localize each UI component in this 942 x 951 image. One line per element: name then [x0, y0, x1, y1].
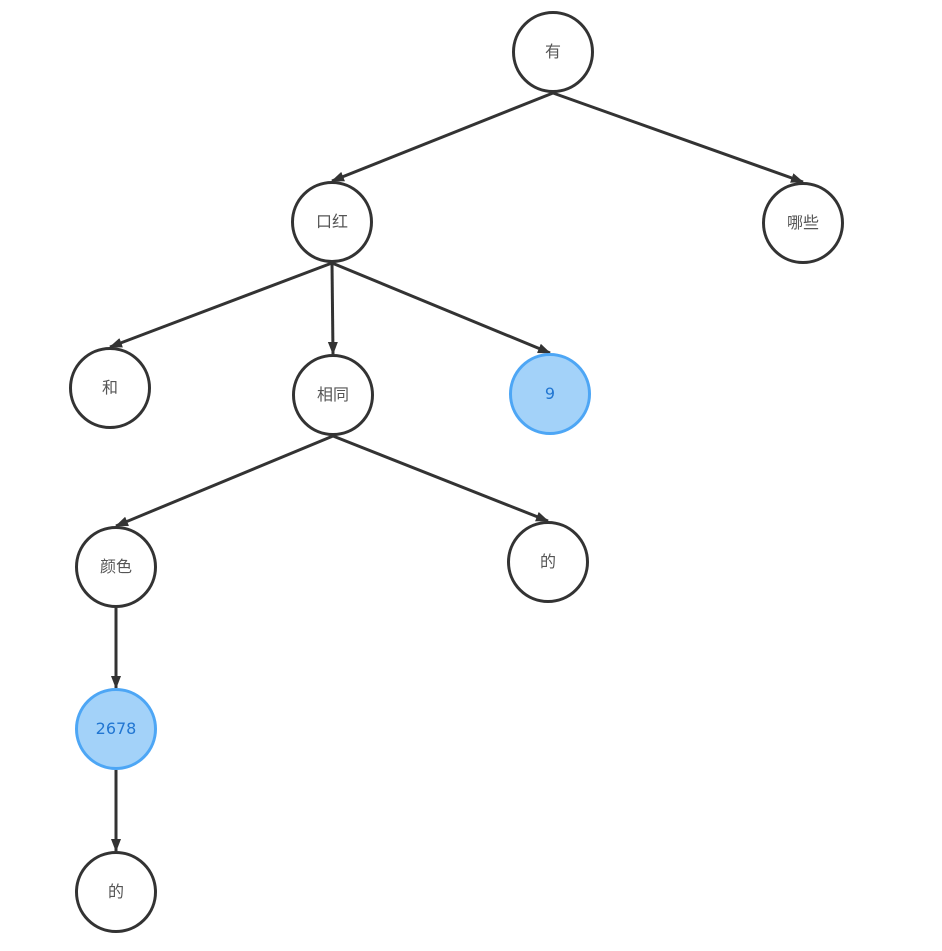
- tree-node-label: 哪些: [786, 213, 819, 232]
- tree-node-label: 9: [544, 384, 556, 403]
- edge-kouhong-to-xiangtong: [327, 262, 338, 355]
- edges-group: [109, 91, 804, 852]
- tree-node-xiangtong[interactable]: 相同: [292, 354, 374, 436]
- tree-node-num-9[interactable]: 9: [509, 353, 591, 435]
- tree-node-label: 颜色: [99, 557, 132, 576]
- tree-node-label: 的: [107, 882, 124, 901]
- edge-kouhong-to-num-9: [331, 261, 551, 355]
- tree-node-kouhong[interactable]: 口红: [291, 181, 373, 263]
- tree-node-label: 口红: [315, 212, 348, 231]
- tree-node-label: 的: [539, 552, 556, 571]
- edge-xiangtong-to-de-right: [332, 434, 549, 523]
- tree-node-naxie[interactable]: 哪些: [762, 182, 844, 264]
- tree-node-label: 相同: [316, 385, 349, 404]
- tree-node-de-bottom[interactable]: 的: [75, 851, 157, 933]
- tree-node-yanse[interactable]: 颜色: [75, 526, 157, 608]
- tree-node-de-right[interactable]: 的: [507, 521, 589, 603]
- edge-you-to-naxie: [552, 91, 804, 184]
- edge-xiangtong-to-yanse: [115, 434, 334, 528]
- tree-node-he[interactable]: 和: [69, 347, 151, 429]
- tree-node-label: 有: [544, 42, 561, 61]
- tree-node-num-2678[interactable]: 2678: [75, 688, 157, 770]
- tree-node-label: 2678: [95, 719, 137, 738]
- edge-kouhong-to-he: [109, 261, 333, 349]
- edge-you-to-kouhong: [331, 91, 554, 183]
- tree-node-you[interactable]: 有: [512, 11, 594, 93]
- tree-node-label: 和: [101, 378, 118, 397]
